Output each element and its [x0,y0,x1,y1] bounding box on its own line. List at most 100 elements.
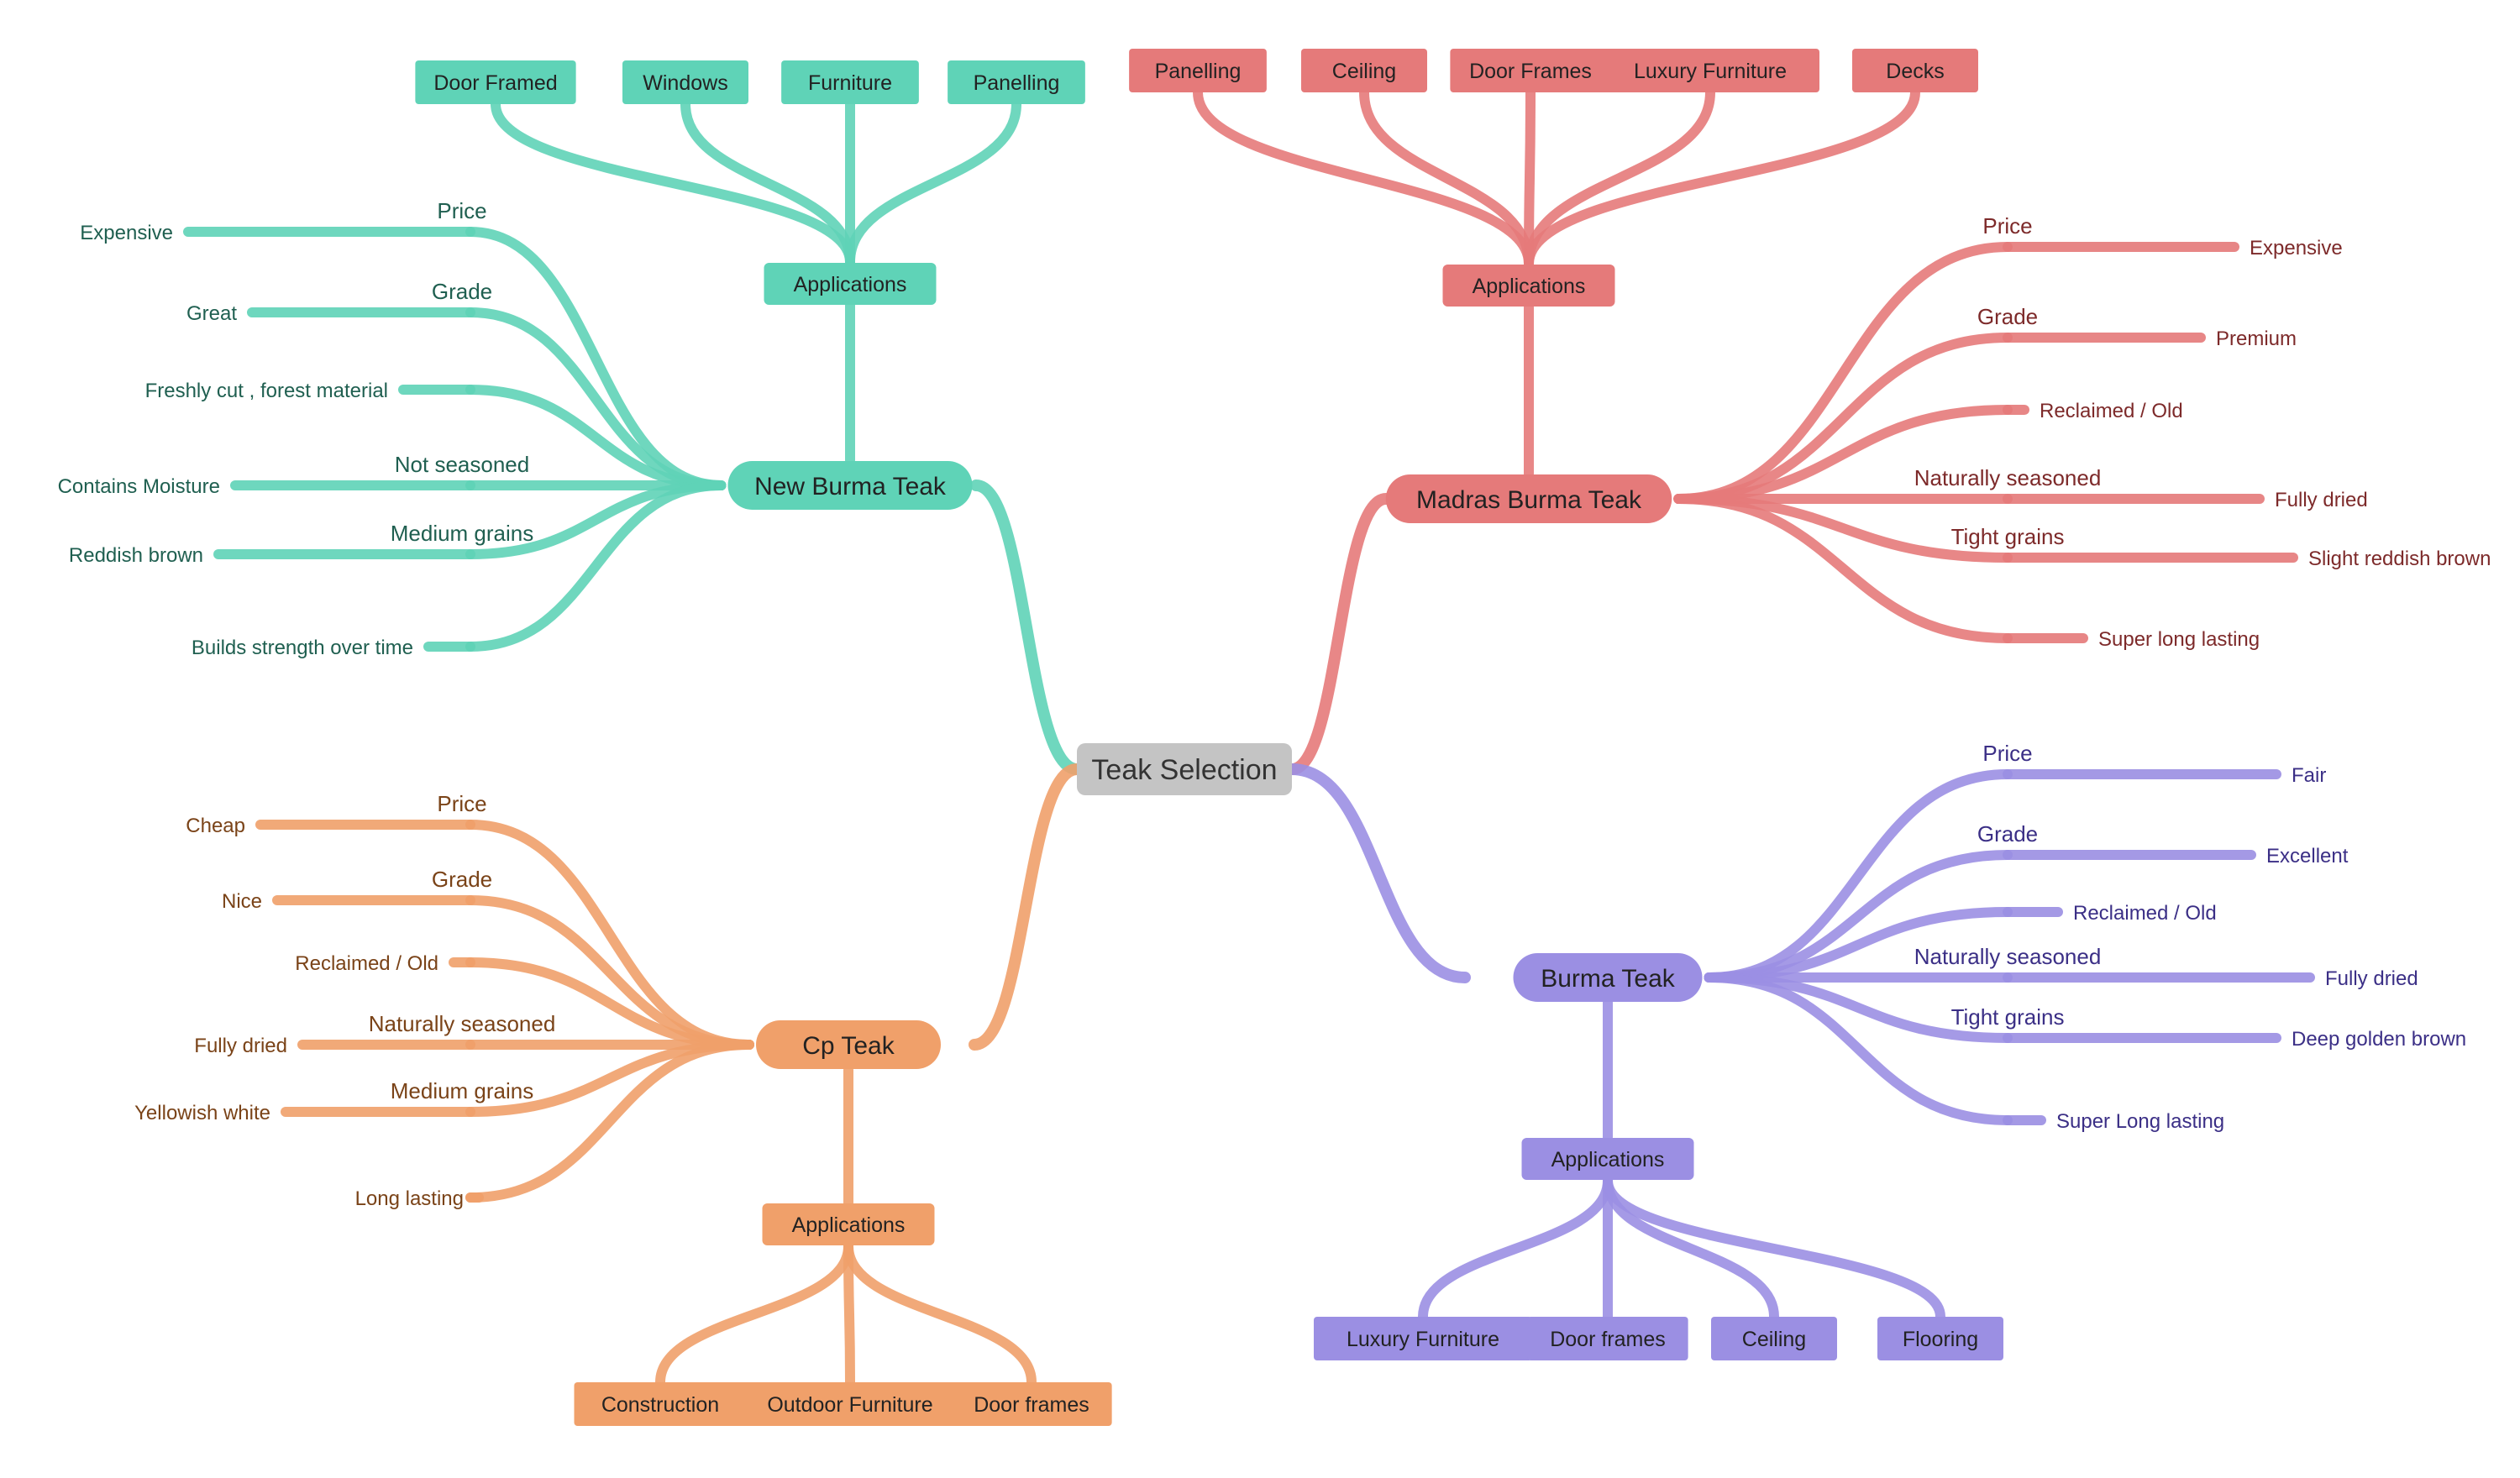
new-burma-attr-0-branch [465,227,727,490]
burma-teak-attr-0-value: Fair [2292,764,2326,787]
new-burma-app-2[interactable]: Furniture [781,60,919,104]
madras-burma-app-1-label: Ceiling [1332,60,1396,83]
new-burma-hub-shape [727,461,973,510]
burma-teak-attr-1-key: Grade [1977,821,2038,846]
burma-teak-attr-0-key: Price [1982,741,2032,766]
burma-teak-applications-label: Applications [1551,1148,1665,1171]
cp-teak-applications-label: Applications [792,1213,906,1237]
cp-teak-app-2-shape [951,1382,1112,1426]
burma-teak-app-3-shape [1877,1317,2003,1360]
center-node-label: Teak Selection [1091,754,1277,786]
madras-burma-app-0-label: Panelling [1155,60,1242,83]
madras-burma-attr-2-value: Reclaimed / Old [2040,400,2183,422]
cp-teak-app-1[interactable]: Outdoor Furniture [735,1382,965,1426]
cp-teak-attr-2-value: Reclaimed / Old [295,952,438,975]
new-burma-attr-5-value: Builds strength over time [192,637,413,659]
new-burma-attr-3-value: Contains Moisture [58,475,220,498]
cp-teak-attr-0-value: Cheap [186,815,245,837]
new-burma-app-3[interactable]: Panelling [948,60,1085,104]
madras-burma-app-2-link [1524,87,1536,269]
new-burma-app-3-link [845,99,1021,267]
new-burma-attr-4-key: Medium grains [391,521,534,546]
cp-teak-applications-shape [762,1203,935,1245]
cp-teak-attr-1-key: Grade [432,867,492,892]
burma-teak-hub[interactable]: Burma Teak [1513,953,1703,1002]
center-node-shape [1077,743,1292,795]
cp-teak-attr-1-value: Nice [222,890,262,913]
connector-layer [183,87,2315,1387]
burma-teak-hub-label: Burma Teak [1541,965,1676,993]
burma-teak-app-2[interactable]: Ceiling [1711,1317,1837,1360]
madras-burma-app-1[interactable]: Ceiling [1301,49,1427,92]
madras-burma-app-0-link [1193,87,1534,269]
burma-teak-app-3-label: Flooring [1903,1328,1978,1351]
madras-burma-app-0-shape [1129,49,1267,92]
madras-burma-app-2-shape [1450,49,1611,92]
new-burma-applications[interactable]: Applications [764,263,937,305]
madras-burma-attr-3-key: Naturally seasoned [1914,465,2102,490]
burma-teak-app-3[interactable]: Flooring [1877,1317,2003,1360]
madras-burma-app-4[interactable]: Decks [1852,49,1978,92]
madras-burma-app-2[interactable]: Door Frames [1450,49,1611,92]
cp-teak-applications[interactable]: Applications [762,1203,935,1245]
burma-teak-app-0[interactable]: Luxury Furniture [1314,1317,1532,1360]
burma-teak-app-1[interactable]: Door frames [1527,1317,1688,1360]
new-burma-attr-1-value: Great [186,302,237,325]
madras-burma-applications-shape [1442,265,1615,307]
cp-teak-app-2-link [843,1241,1037,1387]
burma-teak-applications[interactable]: Applications [1521,1138,1694,1180]
cp-teak-app-2[interactable]: Door frames [951,1382,1112,1426]
madras-burma-app-1-link [1359,87,1534,269]
new-burma-app-1[interactable]: Windows [622,60,748,104]
new-burma-attr-1-key: Grade [432,279,492,304]
cp-teak-app-1-shape [735,1382,965,1426]
madras-burma-app-3[interactable]: Luxury Furniture [1601,49,1819,92]
cp-teak-attr-4-value: Yellowish white [134,1102,270,1124]
burma-teak-app-0-shape [1314,1317,1532,1360]
new-burma-attr-5-branch [465,480,727,652]
madras-burma-attr-5-branch [1673,494,2013,643]
burma-teak-app-2-shape [1711,1317,1837,1360]
madras-burma-attr-5-value: Super long lasting [2098,628,2260,651]
new-burma-attr-2-value: Freshly cut , forest material [145,380,388,402]
burma-teak-app-3-link [1603,1176,1945,1322]
madras-burma-attr-3-value: Fully dried [2275,489,2368,511]
burma-teak-attr-1-value: Excellent [2266,845,2349,867]
new-burma-attr-4-value: Reddish brown [69,544,203,567]
burma-teak-app-2-link [1603,1176,1779,1322]
cp-teak-app-0-label: Construction [601,1393,719,1417]
madras-burma-app-0[interactable]: Panelling [1129,49,1267,92]
new-burma-attr-3-key: Not seasoned [395,452,529,477]
new-burma-attr-0-value: Expensive [80,222,173,244]
cp-teak-hub[interactable]: Cp Teak [756,1020,941,1069]
burma-teak-attr-4-value: Deep golden brown [2292,1028,2466,1051]
new-burma-hub[interactable]: New Burma Teak [727,461,973,510]
cp-teak-app-0[interactable]: Construction [574,1382,747,1426]
cp-teak-attr-0-key: Price [437,791,486,816]
madras-burma-attr-4-value: Slight reddish brown [2308,548,2491,570]
madras-burma-attr-0-key: Price [1982,213,2032,238]
new-burma-trunk [970,480,1083,775]
cp-teak-app-2-label: Door frames [974,1393,1089,1417]
madras-burma-app-1-shape [1301,49,1427,92]
madras-burma-hub[interactable]: Madras Burma Teak [1385,474,1672,523]
burma-teak-attr-4-key: Tight grains [1951,1004,2065,1030]
burma-teak-attr-5-branch [1704,972,2013,1125]
madras-burma-applications-label: Applications [1473,275,1586,298]
cp-teak-hub-label: Cp Teak [802,1032,895,1060]
madras-burma-attr-4-key: Tight grains [1951,524,2065,549]
burma-teak-app-2-label: Ceiling [1742,1328,1806,1351]
madras-burma-attr-1-value: Premium [2216,328,2297,350]
cp-teak-app-0-link [655,1241,853,1387]
new-burma-app-0[interactable]: Door Framed [415,60,576,104]
madras-burma-app-3-shape [1601,49,1819,92]
center-node[interactable]: Teak Selection [1077,743,1292,795]
burma-teak-hub-shape [1513,953,1703,1002]
burma-teak-app-0-link [1418,1176,1613,1322]
madras-burma-applications[interactable]: Applications [1442,265,1615,307]
burma-teak-attr-2-value: Reclaimed / Old [2073,902,2217,925]
new-burma-app-1-link [680,99,855,267]
madras-burma-hub-label: Madras Burma Teak [1416,486,1642,514]
new-burma-hub-label: New Burma Teak [754,473,947,501]
